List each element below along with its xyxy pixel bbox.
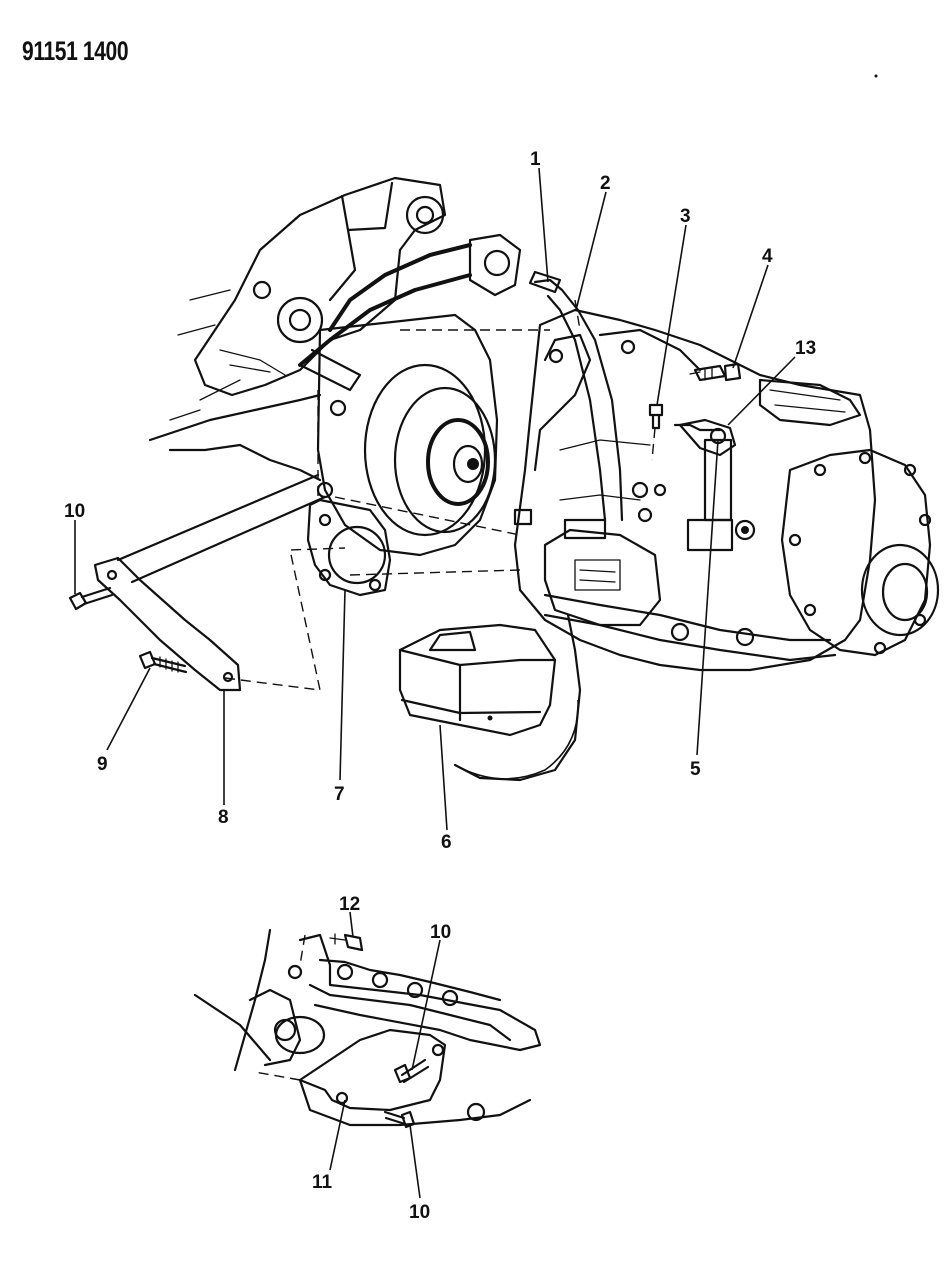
inset-detail	[193, 928, 542, 1129]
document-id: 91151 1400	[22, 36, 129, 66]
bolt-10-upper	[68, 586, 114, 611]
callout-11: 11	[312, 1172, 333, 1193]
stud-9	[138, 650, 188, 674]
callout-numbers: 1 2 3 4 13 10 9 8 7 6 5 12 10 11 10	[64, 149, 816, 1223]
callout-10-lower: 10	[409, 1202, 430, 1223]
transaxle-case	[513, 308, 877, 672]
mount-bracket	[93, 473, 327, 692]
callout-13: 13	[795, 338, 816, 359]
harness-connector-arc	[454, 699, 579, 780]
callout-12: 12	[339, 894, 360, 915]
callout-2: 2	[600, 173, 611, 194]
callout-10-inset: 10	[430, 922, 451, 943]
callout-3: 3	[680, 206, 691, 227]
wiring-harness	[453, 613, 582, 782]
bolt-3	[648, 403, 664, 430]
engine-block	[148, 176, 447, 482]
callout-8: 8	[218, 807, 229, 828]
torque-converter	[316, 313, 499, 557]
alignment-lines	[224, 299, 656, 691]
callout-1: 1	[530, 149, 541, 170]
callout-5: 5	[690, 759, 701, 780]
dipstick-tube	[513, 270, 624, 526]
callout-9: 9	[97, 754, 108, 775]
valve-body-connector	[543, 518, 662, 627]
differential-cover	[780, 448, 940, 657]
control-module	[398, 623, 557, 737]
stray-mark	[874, 74, 878, 78]
callout-4: 4	[762, 246, 773, 267]
callout-7: 7	[334, 784, 345, 805]
callout-6: 6	[441, 832, 452, 853]
dust-shield	[306, 498, 392, 597]
leader-lines	[74, 167, 796, 1199]
shift-cable-bracket	[678, 362, 742, 457]
callout-10-upper: 10	[64, 501, 85, 522]
